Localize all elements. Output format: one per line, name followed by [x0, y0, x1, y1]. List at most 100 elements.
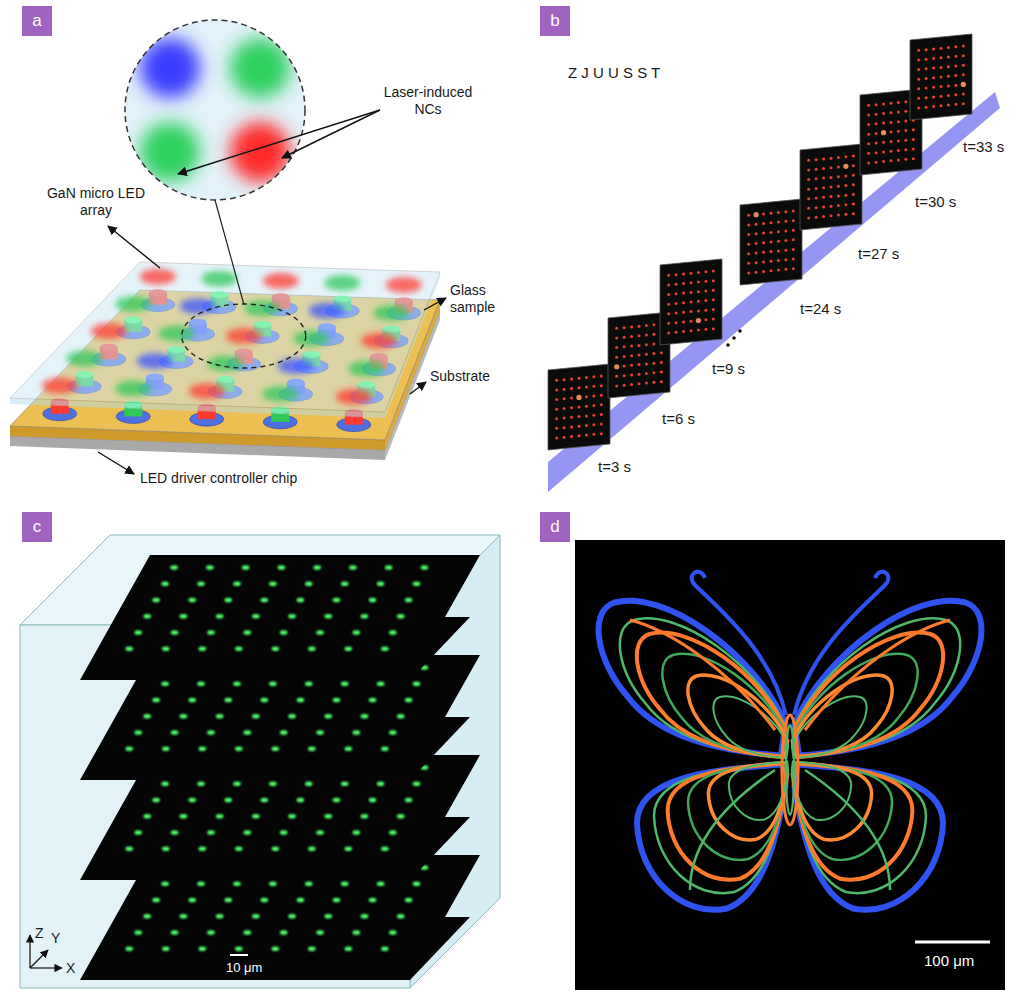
green-dot	[361, 914, 369, 919]
red-dot	[822, 186, 825, 189]
red-dot	[755, 271, 758, 274]
ellipsis-dot	[732, 336, 736, 340]
red-dot	[638, 325, 641, 328]
label: LED driver controller chip	[140, 470, 297, 487]
red-dot	[867, 142, 870, 145]
red-dot	[904, 158, 907, 161]
green-dot	[143, 614, 151, 619]
green-dot	[345, 746, 353, 751]
red-dot	[712, 298, 715, 301]
red-dot	[881, 130, 886, 135]
red-dot	[615, 336, 618, 339]
panel-d-illustration	[575, 540, 1005, 990]
green-dot	[162, 946, 170, 951]
red-dot	[645, 353, 648, 356]
leader-arrow	[30, 967, 62, 968]
red-dot	[830, 157, 833, 160]
green-dot	[224, 698, 232, 703]
red-dot	[682, 311, 685, 314]
red-dot	[697, 271, 700, 274]
red-dot	[667, 283, 670, 286]
red-dot	[585, 414, 588, 417]
panel-a-illustration	[10, 15, 446, 474]
nc-glow	[244, 300, 280, 316]
red-dot	[585, 376, 588, 379]
red-dot	[770, 231, 773, 234]
green-dot	[143, 714, 151, 719]
green-dot	[377, 881, 385, 886]
red-dot	[592, 414, 595, 417]
ellipsis-dot	[738, 329, 742, 333]
green-dot	[197, 781, 205, 786]
green-dot	[389, 830, 397, 835]
red-dot	[792, 258, 795, 261]
swirl	[690, 770, 775, 890]
red-dot	[777, 240, 780, 243]
red-dot	[682, 320, 685, 323]
green-dot	[305, 581, 313, 586]
red-dot	[755, 232, 758, 235]
green-dot	[353, 930, 361, 935]
red-dot	[875, 113, 878, 116]
label: Y	[51, 930, 60, 947]
red-dot	[932, 95, 935, 98]
green-dot	[134, 730, 142, 735]
red-dot	[563, 417, 566, 420]
red-dot	[815, 197, 818, 200]
red-dot	[940, 76, 943, 79]
green-dot	[207, 630, 215, 635]
red-dot	[852, 155, 855, 158]
green-dot	[308, 746, 316, 751]
nc-glow	[293, 330, 329, 346]
red-dot	[784, 258, 787, 261]
red-dot	[882, 102, 885, 105]
green-dot	[341, 781, 349, 786]
red-dot	[867, 133, 870, 136]
green-dot	[341, 881, 349, 886]
red-dot	[652, 352, 655, 355]
red-dot	[875, 142, 878, 145]
green-dot	[278, 565, 286, 570]
red-dot	[563, 436, 566, 439]
green-dot	[316, 930, 324, 935]
green-dot	[188, 798, 196, 803]
red-dot	[792, 238, 795, 241]
red-dot	[777, 221, 780, 224]
green-dot	[170, 565, 178, 570]
red-dot	[807, 207, 810, 210]
green-dot	[381, 646, 389, 651]
red-dot	[904, 119, 907, 122]
red-dot	[615, 346, 618, 349]
red-dot	[890, 111, 893, 114]
red-dot	[770, 241, 773, 244]
red-dot	[954, 74, 957, 77]
body-inner	[786, 725, 794, 815]
green-dot	[152, 598, 160, 603]
slab-top	[10, 262, 440, 412]
red-dot	[578, 386, 581, 389]
nc-glow	[263, 273, 299, 289]
green-dot	[288, 814, 296, 819]
red-dot	[925, 87, 928, 90]
red-dot	[954, 45, 957, 48]
green-dot	[269, 881, 277, 886]
red-dot	[682, 330, 685, 333]
wing-line	[637, 633, 787, 757]
nc-glows	[42, 269, 422, 405]
red-dot	[600, 403, 603, 406]
green-dot	[244, 830, 252, 835]
green-dot	[381, 846, 389, 851]
red-dot	[747, 233, 750, 236]
nc-blob	[140, 38, 200, 98]
nc-glow	[278, 358, 314, 374]
red-dot	[917, 106, 920, 109]
green-dot	[413, 681, 421, 686]
red-dot	[570, 397, 573, 400]
green-dot	[308, 646, 316, 651]
red-dot	[704, 289, 707, 292]
red-dot	[652, 342, 655, 345]
green-dot	[361, 814, 369, 819]
red-dot	[940, 104, 943, 107]
red-dot	[925, 48, 928, 51]
swirl	[630, 620, 775, 730]
